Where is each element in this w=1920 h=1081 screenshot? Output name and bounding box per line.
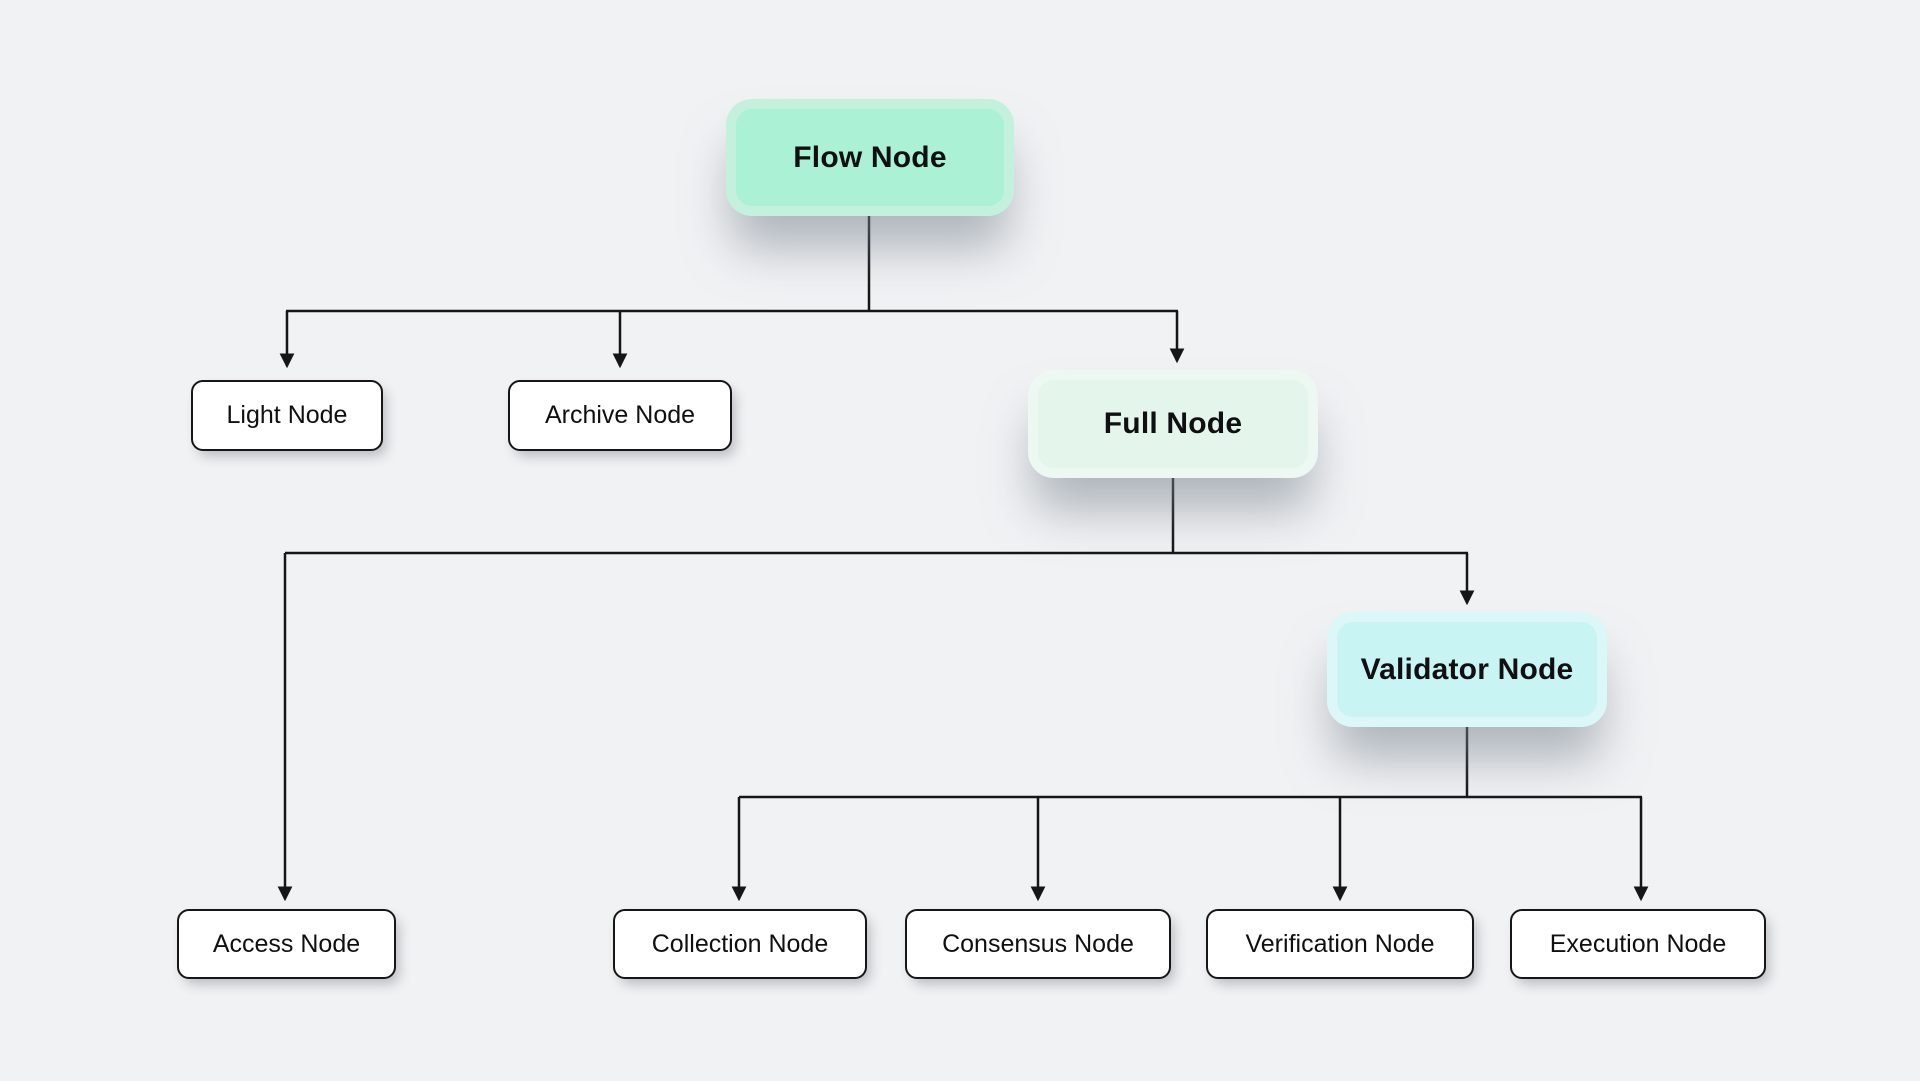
- connector-full-children: [277, 478, 1475, 902]
- node-full-label: Full Node: [1103, 407, 1243, 440]
- node-access-label: Access Node: [212, 929, 361, 958]
- node-verification: Verification Node: [1206, 909, 1474, 979]
- node-validator-label: Validator Node: [1360, 652, 1574, 686]
- node-consensus-label: Consensus Node: [942, 929, 1134, 958]
- node-full: Full Node: [1028, 370, 1318, 478]
- connector-flow-children: [279, 216, 1185, 369]
- node-verification-label: Verification Node: [1245, 929, 1435, 958]
- node-access: Access Node: [177, 909, 396, 979]
- node-light: Light Node: [191, 380, 383, 451]
- node-collection: Collection Node: [613, 909, 867, 979]
- node-validator: Validator Node: [1327, 612, 1607, 727]
- node-flow-label: Flow Node: [793, 140, 947, 174]
- node-flow: Flow Node: [726, 99, 1014, 216]
- connector-validator-children: [731, 727, 1649, 902]
- node-archive: Archive Node: [508, 380, 732, 451]
- node-execution: Execution Node: [1510, 909, 1766, 979]
- node-execution-label: Execution Node: [1549, 929, 1727, 958]
- node-archive-label: Archive Node: [544, 401, 696, 429]
- node-consensus: Consensus Node: [905, 909, 1171, 979]
- node-light-label: Light Node: [226, 401, 348, 429]
- node-collection-label: Collection Node: [651, 929, 829, 958]
